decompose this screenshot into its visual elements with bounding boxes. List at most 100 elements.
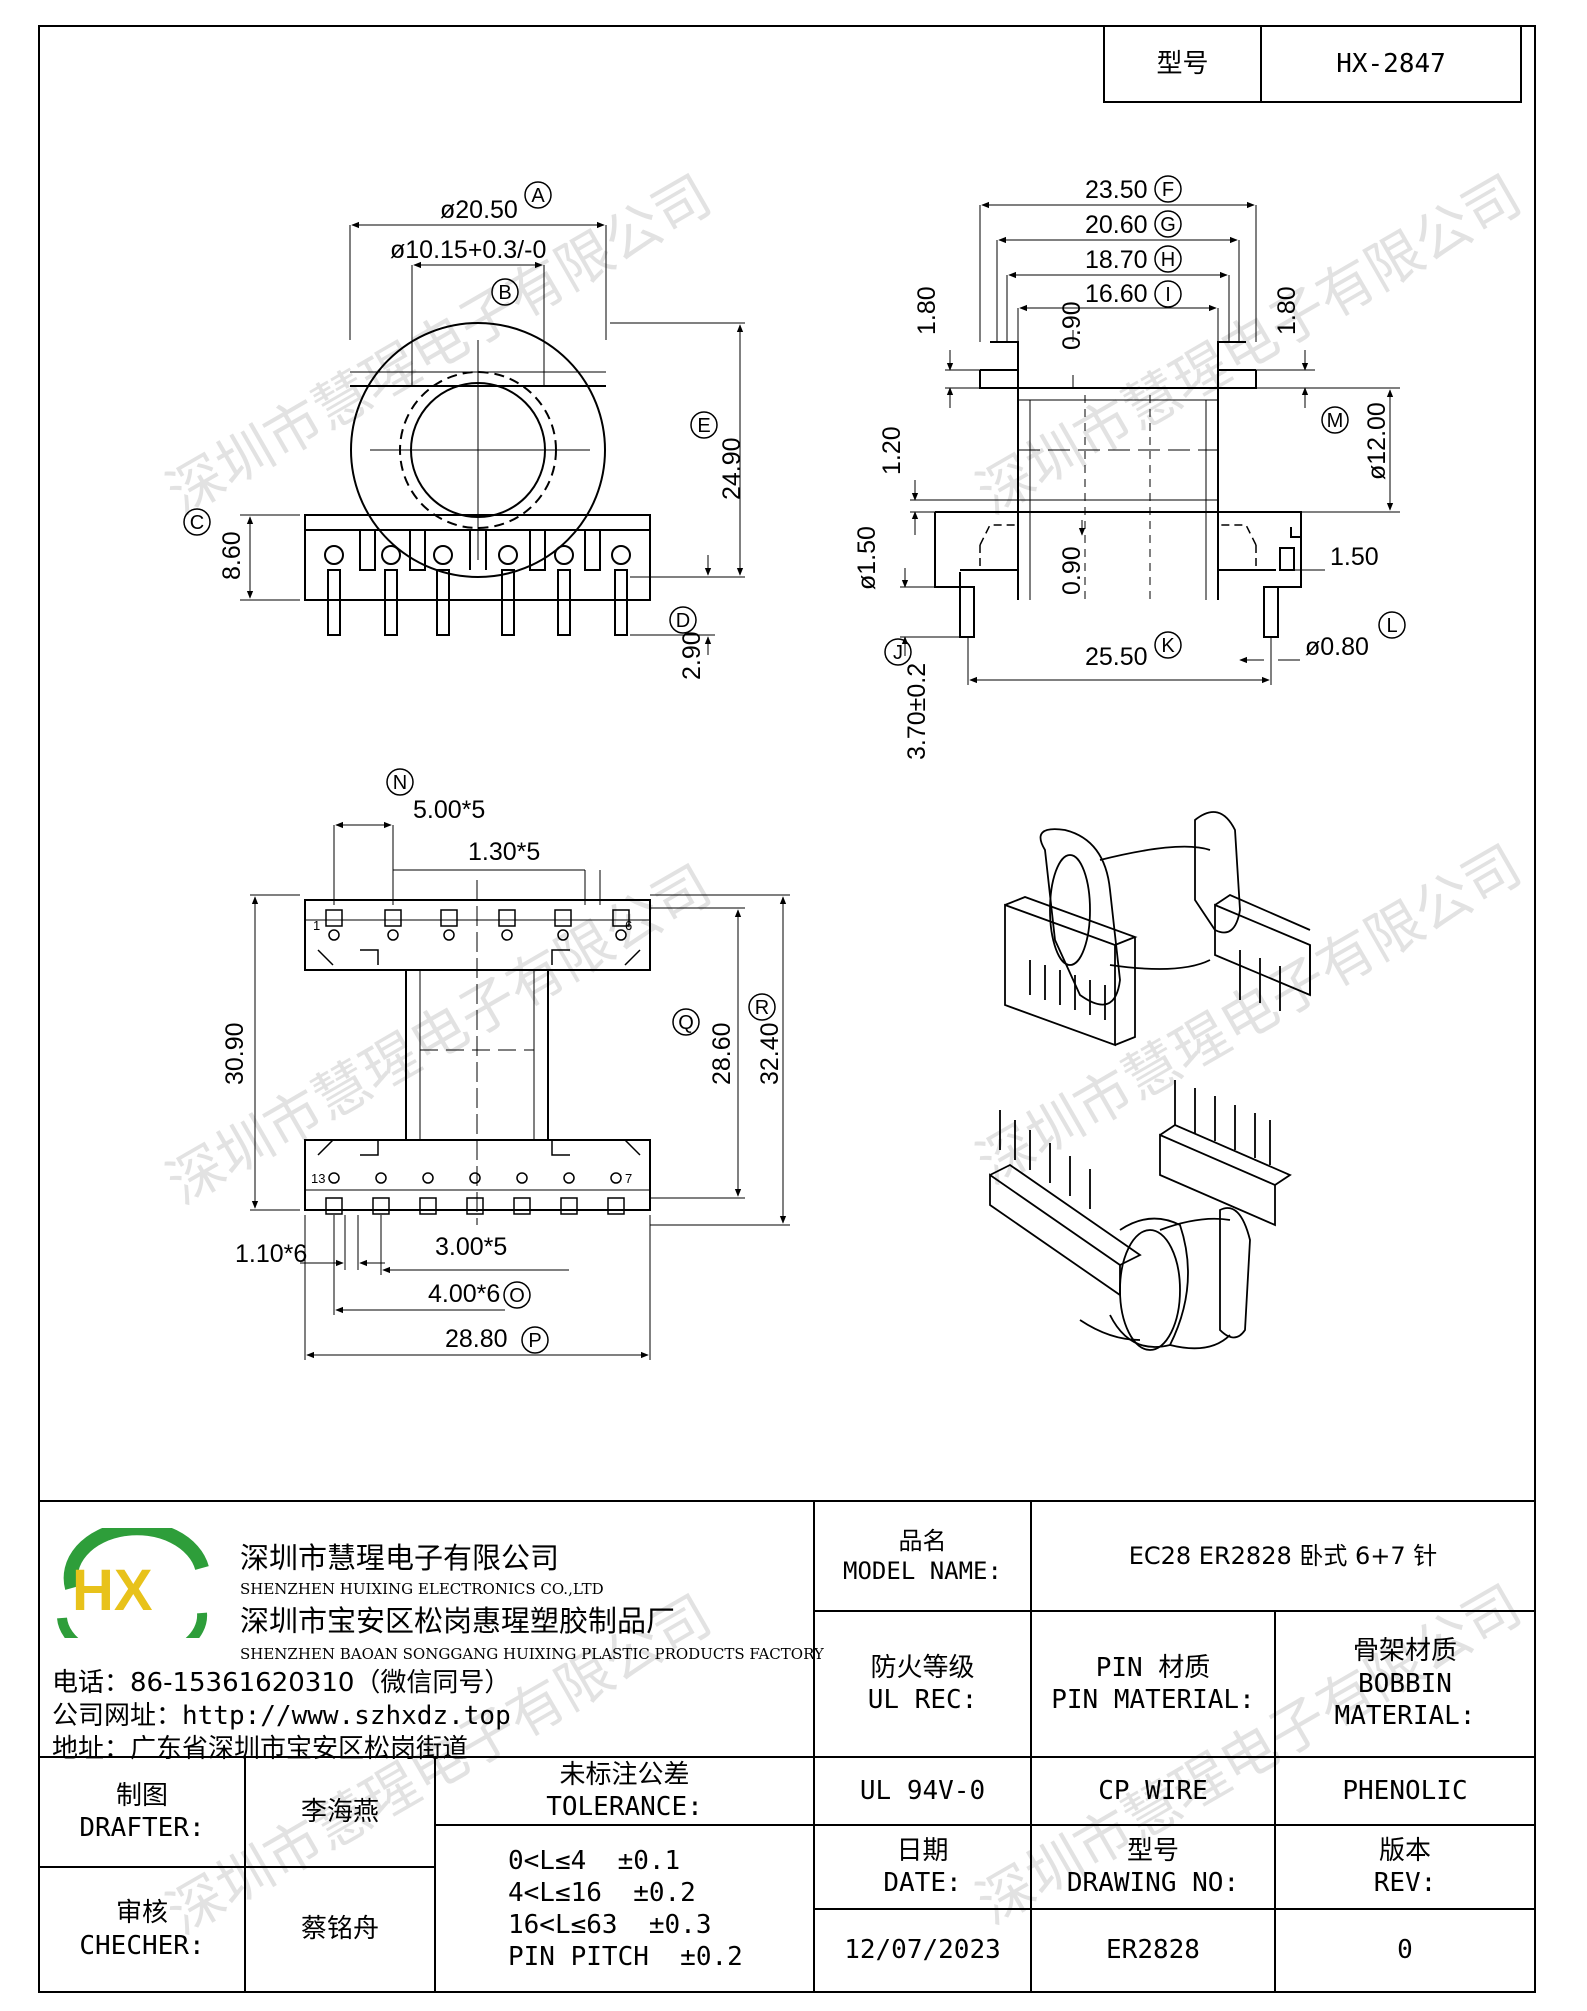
dim-w110: 1.10*6 (235, 1240, 307, 1268)
bobbin-label-cell: 骨架材质 BOBBIN MATERIAL: (1274, 1610, 1536, 1758)
dim-g: 20.60 (1085, 211, 1148, 239)
model-name-en: MODEL NAME: (843, 1557, 1002, 1585)
svg-text:I: I (1165, 284, 1171, 306)
callout-p: P (521, 1326, 549, 1354)
callout-f: F (1154, 175, 1182, 203)
technical-drawing: ø20.50 ø10.15+0.3/-0 8.60 2.90 24.90 23.… (183, 175, 1406, 1360)
checker-name: 蔡铭舟 (300, 1914, 379, 1945)
svg-text:A: A (531, 185, 545, 207)
date-en: DATE: (883, 1868, 962, 1898)
checker-en: CHECHER: (79, 1930, 205, 1961)
tolerance-line-4: PIN PITCH ±0.2 (508, 1941, 743, 1972)
drawing-no-en: DRAWING NO: (1066, 1868, 1240, 1898)
dim-w300: 3.00*5 (435, 1233, 507, 1261)
dim-c: 8.60 (218, 531, 246, 580)
callout-letters: A B C D E F G H I J K L M N O P Q R (183, 175, 1406, 1354)
ul-cn: 防火等级 (870, 1652, 975, 1683)
rev-cn: 版本 (1378, 1835, 1431, 1866)
callout-b: B (491, 278, 519, 306)
svg-text:F: F (1162, 179, 1174, 201)
svg-text:H: H (1161, 249, 1175, 271)
dim-p: 28.80 (445, 1325, 508, 1353)
dim-k: 25.50 (1085, 643, 1148, 671)
rev-value-cell: 0 (1274, 1908, 1536, 1993)
svg-text:K: K (1161, 635, 1175, 657)
dim-b: ø10.15+0.3/-0 (390, 236, 546, 264)
callout-e: E (690, 411, 718, 439)
drafter-cn: 制图 (115, 1780, 168, 1811)
date-label-cell: 日期 DATE: (813, 1824, 1032, 1910)
dim-l: ø0.80 (1305, 633, 1369, 661)
dim-q: 28.60 (708, 1022, 736, 1085)
date-value-cell: 12/07/2023 (813, 1908, 1032, 1993)
model-name-cn: 品名 (898, 1527, 947, 1555)
dim-gap-090-top: 0.90 (1058, 301, 1086, 350)
company-address: 地址：广东省深圳市宝安区松岗街道 (52, 1734, 469, 1764)
dimension-labels: ø20.50 ø10.15+0.3/-0 8.60 2.90 24.90 23.… (218, 176, 1391, 1353)
callout-j: J (884, 638, 912, 666)
drafter-label-cell: 制图 DRAFTER: (38, 1756, 246, 1868)
callout-g: G (1154, 210, 1182, 238)
checker-name-cell: 蔡铭舟 (244, 1866, 436, 1993)
ul-value-cell: UL 94V-0 (813, 1756, 1032, 1826)
factory-name-cn: 深圳市宝安区松岗惠瑆塑胶制品厂 (240, 1604, 676, 1638)
dim-o: 4.00*6 (428, 1280, 500, 1308)
dim-gap-090-bot: 0.90 (1058, 546, 1086, 595)
svg-text:E: E (697, 415, 710, 437)
svg-text:G: G (1160, 214, 1176, 236)
svg-text:C: C (190, 512, 204, 534)
model-name-value: EC28 ER2828 卧式 6+7 针 (1128, 1542, 1438, 1570)
svg-text:B: B (498, 282, 511, 304)
bobbin-en1: BOBBIN (1358, 1668, 1452, 1699)
dim-gap-150: ø1.50 (853, 526, 881, 590)
dim-f: 23.50 (1085, 176, 1148, 204)
drawing-no-value-cell: ER2828 (1030, 1908, 1276, 1993)
checker-label-cell: 审核 CHECHER: (38, 1866, 246, 1993)
svg-text:N: N (393, 772, 407, 794)
svg-text:R: R (755, 997, 769, 1019)
company-website: 公司网址：http://www.szhxdz.top (52, 1701, 511, 1731)
ul-value: UL 94V-0 (859, 1775, 986, 1806)
pin-label-13: 13 (311, 1171, 325, 1186)
dim-n: 5.00*5 (413, 796, 485, 824)
model-name-label-cell: 品名 MODEL NAME: (813, 1500, 1032, 1612)
bobbin-en2: MATERIAL: (1334, 1701, 1476, 1732)
header-model-value: HX-2847 (1336, 48, 1446, 79)
dim-gap-120: 1.20 (878, 426, 906, 475)
pin-en: PIN MATERIAL: (1051, 1685, 1255, 1715)
date-cn: 日期 (896, 1835, 949, 1866)
pin-value-cell: CP WIRE (1030, 1756, 1276, 1826)
header-model-value-cell: HX-2847 (1260, 25, 1522, 103)
tolerance-line-1: 0<L≤4 ±0.1 (508, 1845, 681, 1876)
bottom-view (250, 821, 790, 1360)
tolerance-label-cell: 未标注公差 TOLERANCE: (434, 1756, 815, 1826)
callout-o: O (503, 1281, 531, 1309)
pin-label-7: 7 (625, 1171, 632, 1186)
rev-en: REV: (1373, 1868, 1437, 1898)
drafter-name-cell: 李海燕 (244, 1756, 436, 1868)
ul-en: UL REC: (867, 1685, 978, 1715)
drawing-no-cn: 型号 (1126, 1835, 1179, 1866)
pin-cn: PIN 材质 (1095, 1652, 1211, 1683)
dim-h: 18.70 (1085, 246, 1148, 274)
date-value: 12/07/2023 (844, 1935, 1001, 1966)
dim-e: 24.90 (718, 437, 746, 500)
dim-h3090: 30.90 (221, 1022, 249, 1085)
isometric-view-top (1004, 811, 1311, 1047)
pin-label-cell: PIN 材质 PIN MATERIAL: (1030, 1610, 1276, 1758)
svg-text:J: J (893, 642, 903, 664)
ul-label-cell: 防火等级 UL REC: (813, 1610, 1032, 1758)
svg-text:O: O (509, 1285, 525, 1307)
svg-text:L: L (1386, 615, 1397, 637)
dim-r: 32.40 (756, 1022, 784, 1085)
pin-label-6: 6 (625, 918, 632, 933)
side-view (900, 201, 1400, 685)
tolerance-values-cell: 0<L≤4 ±0.1 4<L≤16 ±0.2 16<L≤63 ±0.3 PIN … (434, 1824, 815, 1993)
callout-a: A (524, 181, 552, 209)
drafter-name: 李海燕 (300, 1796, 379, 1827)
dim-m: ø12.00 (1363, 402, 1391, 480)
tolerance-en: TOLERANCE: (546, 1792, 703, 1822)
svg-text:P: P (528, 1330, 541, 1352)
isometric-view-bottom (989, 1080, 1292, 1351)
titleblock-top-rule (38, 1500, 1536, 1502)
